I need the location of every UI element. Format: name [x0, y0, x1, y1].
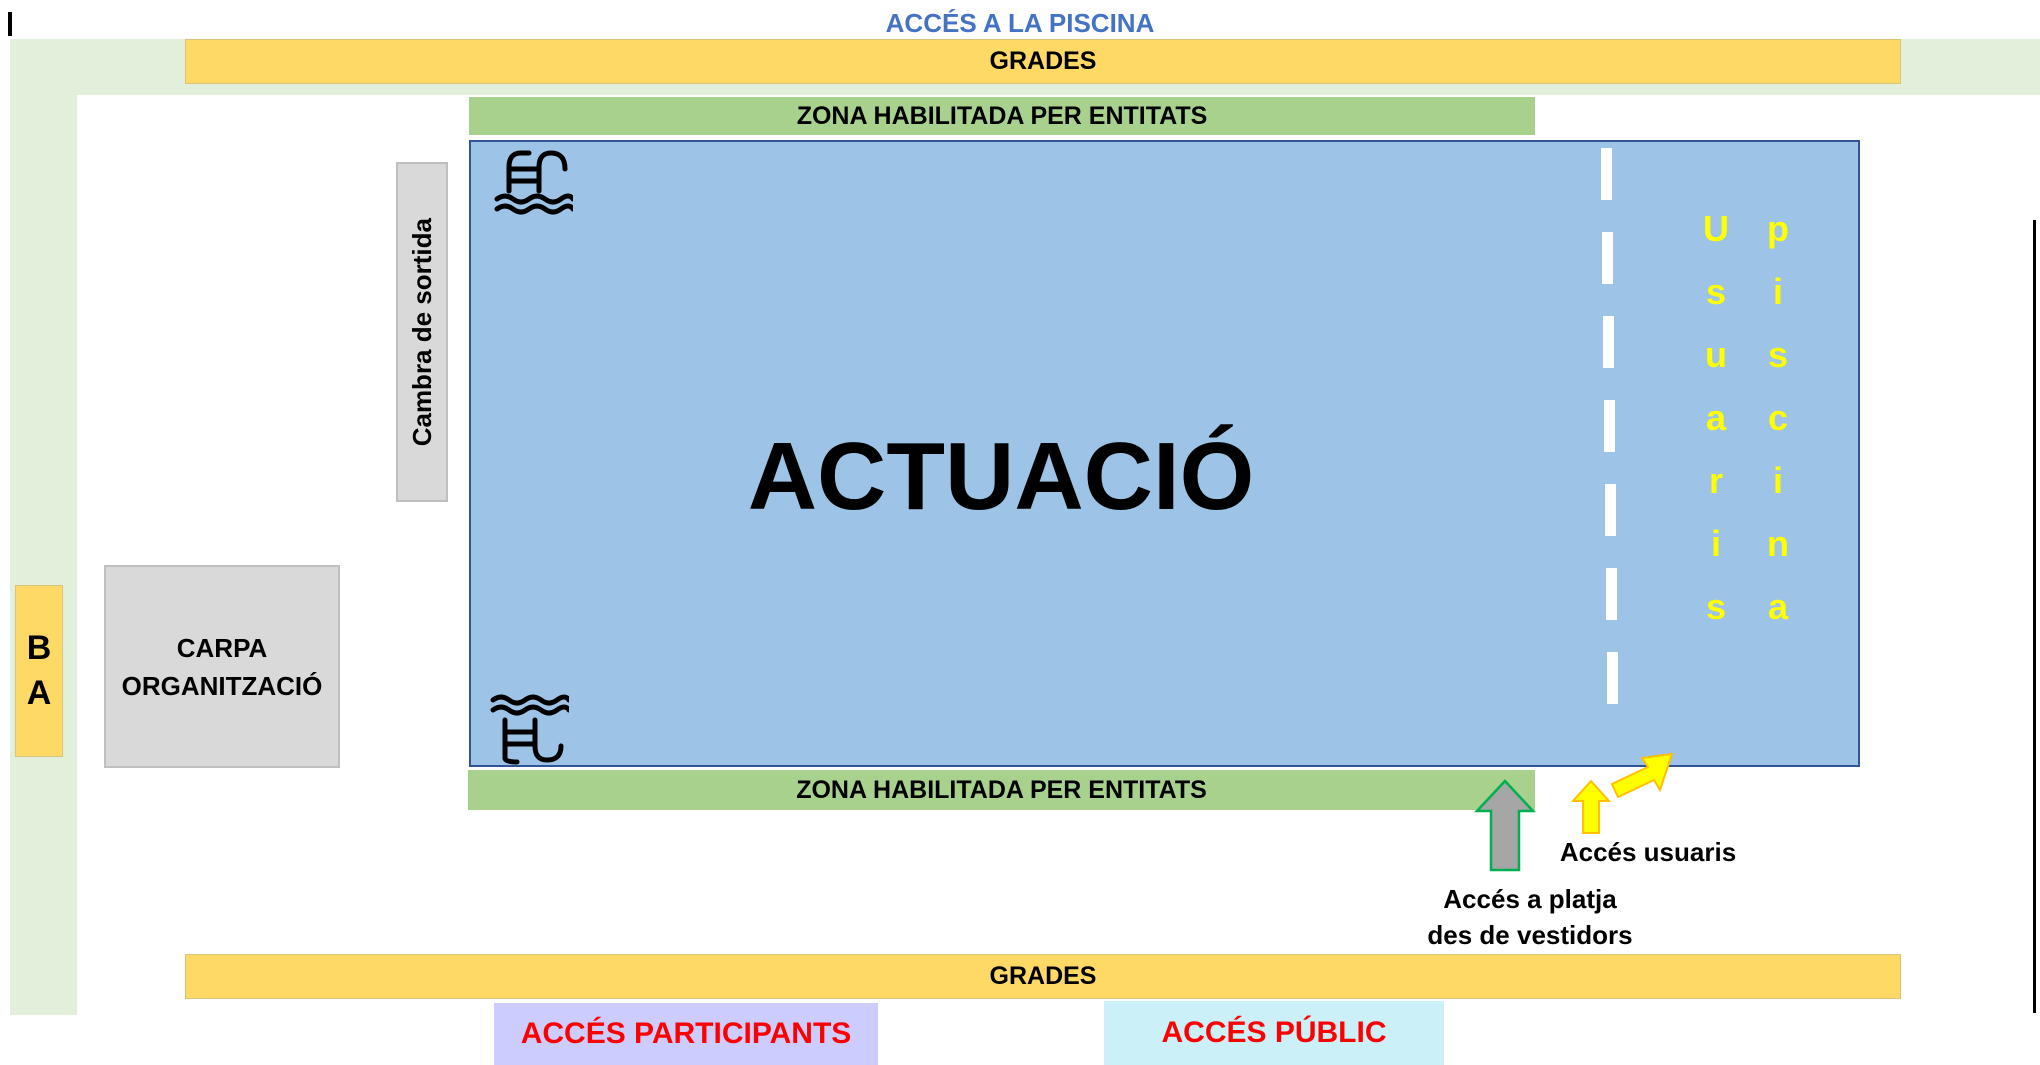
pool-users-letter: i — [1772, 460, 1783, 501]
participants-access-button[interactable]: ACCÉS PARTICIPANTS — [494, 1003, 878, 1065]
beach-access-label: Accés a platja des de vestidors — [1400, 879, 1660, 955]
pool-users-letter: s — [1705, 586, 1727, 627]
lane-dash — [1601, 148, 1612, 200]
pool-users-letter: u — [1705, 334, 1727, 375]
pool-ladder-icon — [494, 150, 573, 215]
pool-users-letter: n — [1767, 523, 1789, 564]
lane-dash — [1604, 400, 1615, 452]
pool-users-letter: s — [1705, 271, 1727, 312]
tent-label-line1: CARPA — [176, 632, 268, 663]
yellow-up-arrow-icon — [1571, 779, 1611, 834]
grey-up-arrow-icon — [1474, 779, 1536, 872]
right-edge-line — [2033, 220, 2036, 1013]
exit-chamber-label: Cambra de sortida — [406, 217, 437, 447]
pool-users-letter: i — [1772, 271, 1783, 312]
pool-performance-label: ACTUACIÓ — [747, 423, 1255, 530]
pool-users-letter: a — [1705, 397, 1727, 438]
yellow-diagonal-arrow-icon — [1610, 752, 1674, 799]
lane-dash — [1603, 316, 1614, 368]
pool-users-letter: i — [1710, 523, 1721, 564]
pool-users-letter: U — [1703, 208, 1729, 249]
stands-top: GRADES — [185, 39, 1901, 84]
pool-users-letter: c — [1767, 397, 1789, 438]
organization-tent: CARPA ORGANITZACIÓ — [104, 565, 340, 768]
lane-divider — [1601, 148, 1618, 704]
side-label-box: B A — [15, 585, 63, 757]
pool-access-title: ACCÉS A LA PISCINA — [885, 7, 1155, 38]
exit-chamber: Cambra de sortida — [396, 162, 448, 502]
public-access-button[interactable]: ACCÉS PÚBLIC — [1104, 1001, 1444, 1065]
corridor-left — [10, 39, 77, 1015]
beach-access-line2: des de vestidors — [1427, 920, 1633, 950]
tent-label-line2: ORGANITZACIÓ — [121, 670, 323, 701]
lane-dash — [1606, 568, 1617, 620]
pool-ladder-icon — [490, 694, 569, 765]
lane-dash — [1607, 652, 1618, 704]
pool-users-letter: a — [1767, 586, 1789, 627]
entity-zone-bottom: ZONA HABILITADA PER ENTITATS — [468, 770, 1535, 810]
pool-users-letter: r — [1708, 460, 1723, 501]
beach-access-line1: Accés a platja — [1443, 884, 1617, 914]
side-label-line2: A — [26, 674, 52, 712]
pool-users-letter: s — [1767, 334, 1789, 375]
side-label-line1: B — [26, 629, 52, 667]
lane-dash — [1605, 484, 1616, 536]
users-access-label: Accés usuaris — [1559, 837, 1737, 867]
pool-users-letter: p — [1767, 208, 1789, 249]
lane-dash — [1602, 232, 1613, 284]
entity-zone-top: ZONA HABILITADA PER ENTITATS — [469, 97, 1535, 135]
corner-mark-left — [8, 12, 12, 36]
stands-bottom: GRADES — [185, 954, 1901, 999]
